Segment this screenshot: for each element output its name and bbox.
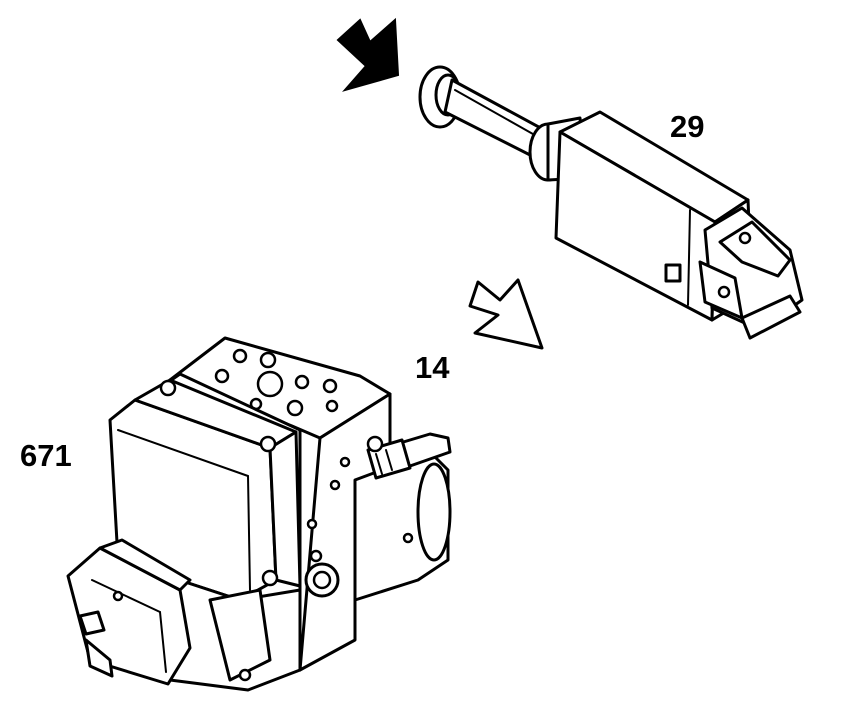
outlined-arrow xyxy=(468,278,544,350)
filled-arrow xyxy=(336,17,400,92)
callout-671: 671 xyxy=(20,438,72,473)
callout-29: 29 xyxy=(670,109,705,144)
callout-14: 14 xyxy=(415,350,450,385)
abs-module-part xyxy=(66,336,452,692)
switch-part xyxy=(418,65,804,340)
